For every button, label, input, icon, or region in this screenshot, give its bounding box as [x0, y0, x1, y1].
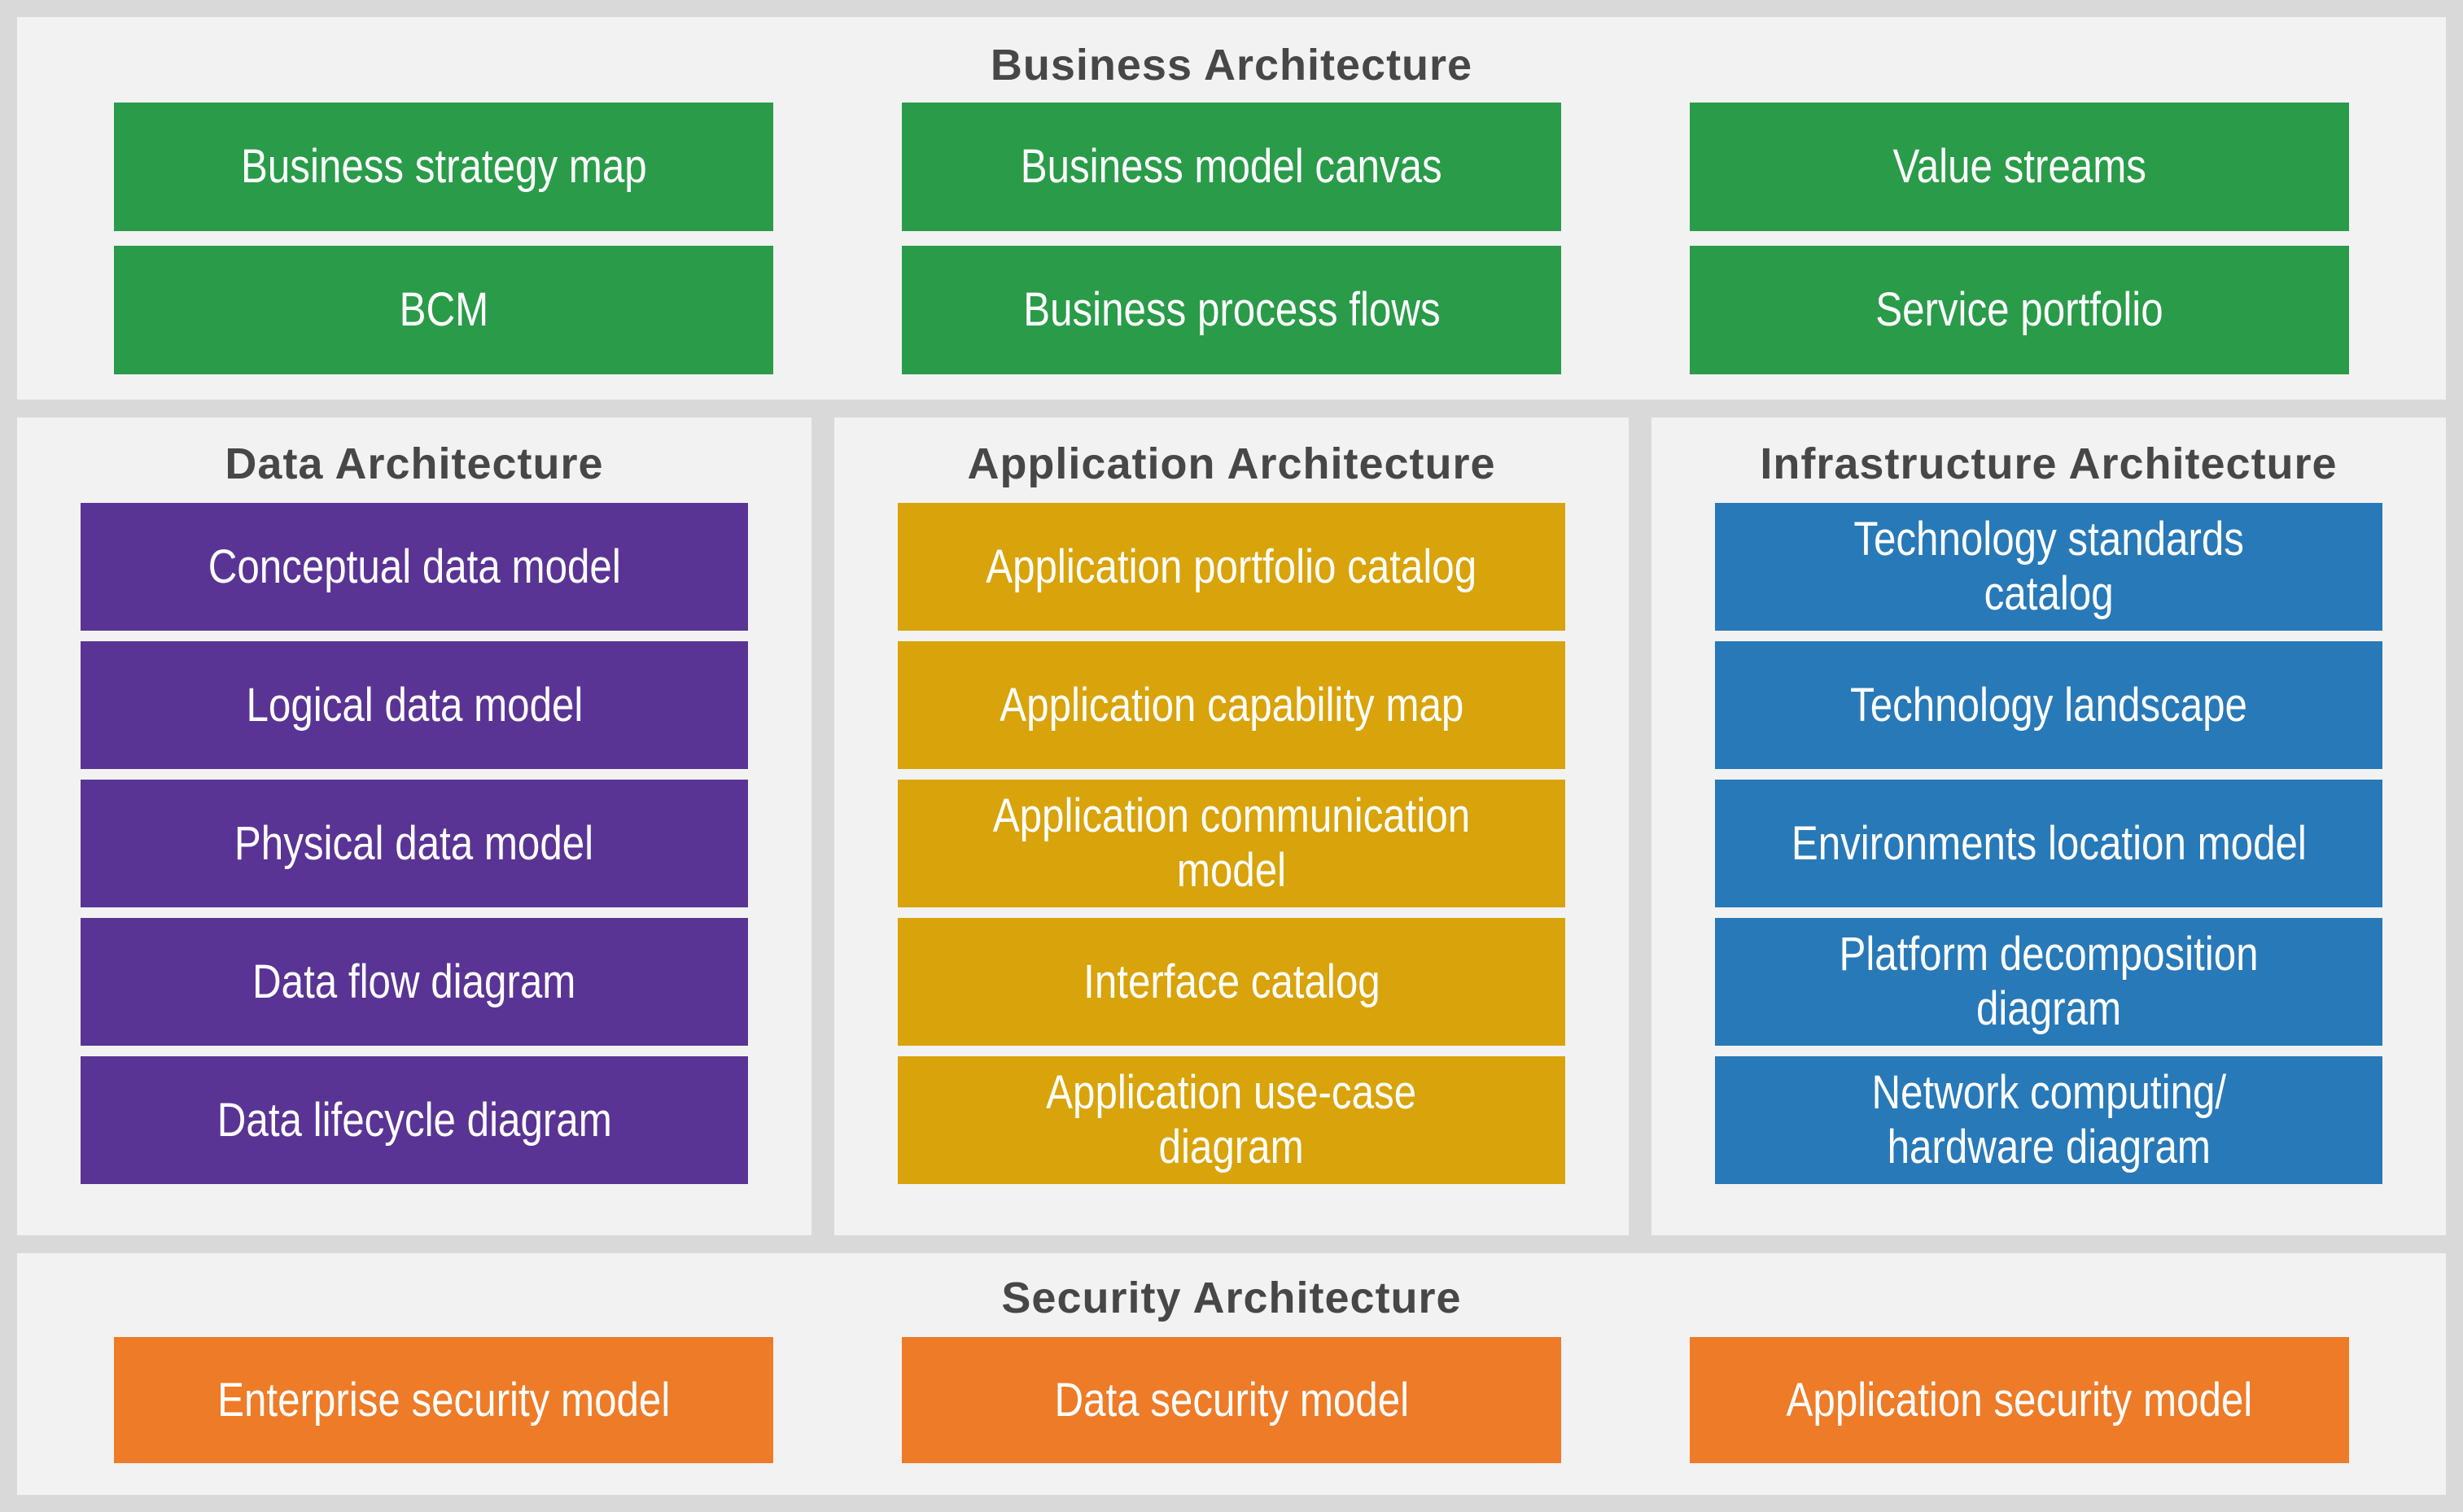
box-physical-data-model: Physical data model	[81, 780, 748, 908]
box-label: Application portfolio catalog	[986, 540, 1477, 593]
box-application-communication-model: Application communication model	[898, 780, 1565, 908]
box-label: Network computing/ hardware diagram	[1871, 1066, 2226, 1173]
section-title-infrastructure: Infrastructure Architecture	[1760, 439, 2338, 488]
section-title-application: Application Architecture	[967, 439, 1496, 488]
middle-architecture-row: Data Architecture Conceptual data model …	[17, 417, 2446, 1235]
box-label: Environments location model	[1791, 816, 2307, 870]
box-label: Business process flows	[1022, 283, 1441, 337]
box-label: Platform decomposition diagram	[1839, 928, 2259, 1035]
box-label: Application security model	[1786, 1373, 2253, 1427]
box-value-streams: Value streams	[1690, 103, 2349, 232]
panel-data-architecture: Data Architecture Conceptual data model …	[17, 417, 812, 1235]
box-technology-standards-catalog: Technology standards catalog	[1715, 503, 2382, 631]
box-bcm: BCM	[114, 246, 773, 375]
box-data-lifecycle-diagram: Data lifecycle diagram	[81, 1056, 748, 1185]
application-box-stack: Application portfolio catalog Applicatio…	[898, 503, 1565, 1185]
box-label: Business model canvas	[1021, 140, 1442, 194]
panel-business-architecture: Business Architecture Business strategy …	[17, 17, 2446, 400]
box-interface-catalog: Interface catalog	[898, 918, 1565, 1047]
box-network-computing-hardware-diagram: Network computing/ hardware diagram	[1715, 1056, 2382, 1185]
box-label: Enterprise security model	[217, 1373, 671, 1427]
box-label: Application communication model	[992, 789, 1471, 897]
box-label: Technology standards catalog	[1853, 513, 2244, 620]
box-data-flow-diagram: Data flow diagram	[81, 918, 748, 1047]
box-business-strategy-map: Business strategy map	[114, 103, 773, 232]
box-application-portfolio-catalog: Application portfolio catalog	[898, 503, 1565, 631]
box-application-security-model: Application security model	[1690, 1337, 2349, 1464]
box-label: Application capability map	[999, 678, 1464, 732]
box-label: Data security model	[1054, 1373, 1409, 1427]
section-title-business: Business Architecture	[990, 41, 1473, 90]
box-label: Data lifecycle diagram	[217, 1093, 612, 1147]
box-label: Data flow diagram	[252, 955, 576, 1008]
box-label: BCM	[399, 283, 488, 337]
box-label: Value streams	[1892, 140, 2146, 194]
business-box-grid: Business strategy map Business model can…	[17, 103, 2446, 375]
box-service-portfolio: Service portfolio	[1690, 246, 2349, 375]
box-business-process-flows: Business process flows	[902, 246, 1561, 375]
security-box-grid: Enterprise security model Data security …	[17, 1337, 2446, 1464]
box-platform-decomposition-diagram: Platform decomposition diagram	[1715, 918, 2382, 1047]
section-title-data: Data Architecture	[225, 439, 604, 488]
section-title-security: Security Architecture	[1001, 1274, 1462, 1322]
box-label: Conceptual data model	[208, 540, 621, 593]
box-label: Application use-case diagram	[1046, 1066, 1417, 1173]
box-environments-location-model: Environments location model	[1715, 780, 2382, 908]
box-data-security-model: Data security model	[902, 1337, 1561, 1464]
box-application-capability-map: Application capability map	[898, 641, 1565, 770]
box-enterprise-security-model: Enterprise security model	[114, 1337, 773, 1464]
panel-application-architecture: Application Architecture Application por…	[834, 417, 1629, 1235]
box-technology-landscape: Technology landscape	[1715, 641, 2382, 770]
box-conceptual-data-model: Conceptual data model	[81, 503, 748, 631]
panel-security-architecture: Security Architecture Enterprise securit…	[17, 1253, 2446, 1495]
panel-infrastructure-architecture: Infrastructure Architecture Technology s…	[1651, 417, 2446, 1235]
box-label: Technology landscape	[1850, 678, 2247, 732]
box-business-model-canvas: Business model canvas	[902, 103, 1561, 232]
box-label: Physical data model	[234, 816, 594, 870]
box-application-use-case-diagram: Application use-case diagram	[898, 1056, 1565, 1185]
box-logical-data-model: Logical data model	[81, 641, 748, 770]
box-label: Logical data model	[246, 678, 583, 732]
box-label: Business strategy map	[240, 140, 647, 194]
box-label: Service portfolio	[1875, 283, 2163, 337]
infrastructure-box-stack: Technology standards catalog Technology …	[1715, 503, 2382, 1185]
box-label: Interface catalog	[1083, 955, 1380, 1008]
data-box-stack: Conceptual data model Logical data model…	[81, 503, 748, 1185]
